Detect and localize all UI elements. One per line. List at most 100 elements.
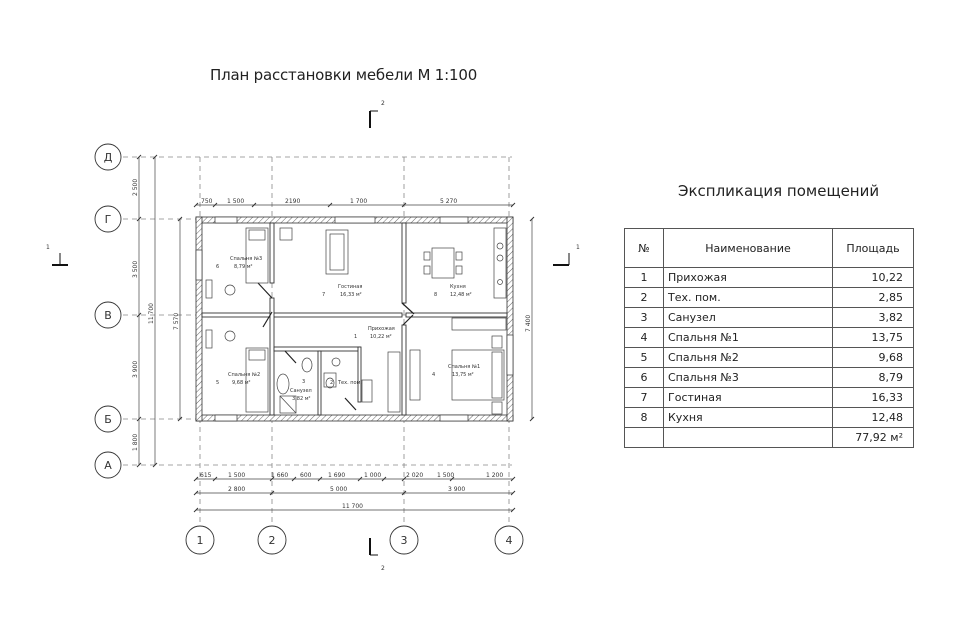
- dimension-lines: [138, 157, 533, 511]
- room-area-bedroom2: 9,68 м²: [232, 380, 251, 386]
- table-row: 2 Тех. пом. 2,85: [624, 287, 914, 308]
- total-area: 77,92 м²: [832, 427, 914, 448]
- row-name: Санузел: [663, 307, 833, 328]
- axis-label-b: Б: [104, 413, 112, 426]
- explication-title: Экспликация помещений: [678, 182, 880, 200]
- furniture: [205, 227, 507, 415]
- table-row: 7 Гостиная 16,33: [624, 387, 914, 408]
- windows: [195, 216, 514, 422]
- axis-label-1: 1: [197, 534, 204, 547]
- room-number-hall: 1: [354, 334, 357, 340]
- axis-label-g: Г: [105, 213, 112, 226]
- room-area-bedroom3: 8,79 м²: [234, 264, 253, 270]
- dim-bottom-total: 11 700: [342, 503, 363, 510]
- room-label-bedroom3: Спальня №3: [230, 256, 262, 262]
- dim-inner-left: 7 570: [173, 313, 180, 330]
- table-row: 4 Спальня №1 13,75: [624, 327, 914, 348]
- dim-bottom-6: 1 000: [364, 472, 381, 479]
- row-name: Спальня №2: [663, 347, 833, 368]
- room-label-tech: Тех. пом.: [337, 380, 362, 386]
- explication-table: № Наименование Площадь 1 Прихожая 10,22 …: [624, 228, 914, 448]
- dim-right: 7 400: [525, 315, 532, 332]
- table-row: 6 Спальня №3 8,79: [624, 367, 914, 388]
- axis-bubble-3: [389, 525, 419, 555]
- header-num: №: [624, 228, 664, 268]
- axis-label-4: 4: [506, 534, 513, 547]
- axis-bubble-g: [94, 205, 122, 233]
- dim-top-3: 2190: [285, 198, 300, 205]
- axis-bubble-1: [185, 525, 215, 555]
- room-label-hall: Прихожая: [368, 326, 395, 332]
- section-label-top: 2: [381, 100, 385, 107]
- dim-bottom2-3: 3 900: [448, 486, 465, 493]
- axis-bubble-a: [94, 451, 122, 479]
- row-num: 8: [624, 407, 664, 428]
- dim-top-2: 1 500: [227, 198, 244, 205]
- row-area: 12,48: [832, 407, 914, 428]
- row-num: 7: [624, 387, 664, 408]
- header-name: Наименование: [663, 228, 833, 268]
- axis-label-a: А: [104, 459, 112, 472]
- dim-left-3: 3 900: [132, 361, 139, 378]
- section-label-right: 1: [576, 244, 580, 251]
- dim-left-4: 1 800: [132, 434, 139, 451]
- room-area-bedroom1: 13,75 м²: [452, 372, 474, 378]
- room-area-kitchen: 12,48 м²: [450, 292, 472, 298]
- dim-top-5: 5 270: [440, 198, 457, 205]
- row-area: 10,22: [832, 267, 914, 288]
- row-num: 3: [624, 307, 664, 328]
- room-area-bath: 3,82 м²: [292, 396, 311, 402]
- axis-bubble-b: [94, 405, 122, 433]
- dim-top-1: 750: [201, 198, 213, 205]
- row-name: Тех. пом.: [663, 287, 833, 308]
- room-number-kitchen: 8: [434, 292, 437, 298]
- row-num: 4: [624, 327, 664, 348]
- axis-label-d: Д: [104, 151, 113, 164]
- row-area: 9,68: [832, 347, 914, 368]
- dim-bottom-9: 1 200: [486, 472, 503, 479]
- row-name: Прихожая: [663, 267, 833, 288]
- dim-bottom2-1: 2 800: [228, 486, 245, 493]
- room-label-bedroom1: Спальня №1: [448, 364, 480, 370]
- dim-bottom-4: 600: [300, 472, 312, 479]
- axis-bubble-v: [94, 301, 122, 329]
- dim-bottom-5: 1 690: [328, 472, 345, 479]
- floor-plan-drawing: Спальня №3 8,79 м² 6 Гостиная 16,33 м² 7…: [46, 100, 580, 572]
- room-label-kitchen: Кухня: [450, 284, 466, 290]
- room-number-tech: 2: [330, 380, 333, 386]
- table-row: 1 Прихожая 10,22: [624, 267, 914, 288]
- plan-title: План расстановки мебели М 1:100: [210, 66, 478, 84]
- row-name: Гостиная: [663, 387, 833, 408]
- row-name: Спальня №1: [663, 327, 833, 348]
- dimension-ticks: [136, 154, 535, 513]
- axis-bubble-4: [494, 525, 524, 555]
- table-total-row: 77,92 м²: [624, 427, 914, 448]
- total-num-empty: [624, 427, 664, 448]
- row-name: Спальня №3: [663, 367, 833, 388]
- row-area: 8,79: [832, 367, 914, 388]
- room-number-bedroom2: 5: [216, 380, 219, 386]
- dim-bottom-2: 1 500: [228, 472, 245, 479]
- doors: [257, 282, 415, 411]
- room-label-bath: Санузел: [290, 388, 312, 394]
- room-area-living: 16,33 м²: [340, 292, 362, 298]
- table-row: 5 Спальня №2 9,68: [624, 347, 914, 368]
- room-number-living: 7: [322, 292, 325, 298]
- row-area: 16,33: [832, 387, 914, 408]
- row-area: 13,75: [832, 327, 914, 348]
- row-num: 2: [624, 287, 664, 308]
- row-num: 6: [624, 367, 664, 388]
- axis-label-2: 2: [269, 534, 276, 547]
- room-label-bedroom2: Спальня №2: [228, 372, 260, 378]
- row-num: 5: [624, 347, 664, 368]
- dim-left-1: 2 500: [132, 179, 139, 196]
- dim-bottom-8: 1 500: [437, 472, 454, 479]
- table-row: 8 Кухня 12,48: [624, 407, 914, 428]
- section-label-left: 1: [46, 244, 50, 251]
- room-number-bedroom1: 4: [432, 372, 435, 378]
- axis-grid-lines: [123, 156, 512, 525]
- row-area: 3,82: [832, 307, 914, 328]
- axis-label-v: В: [104, 309, 112, 322]
- dim-left-2: 3 500: [132, 261, 139, 278]
- axis-label-3: 3: [401, 534, 408, 547]
